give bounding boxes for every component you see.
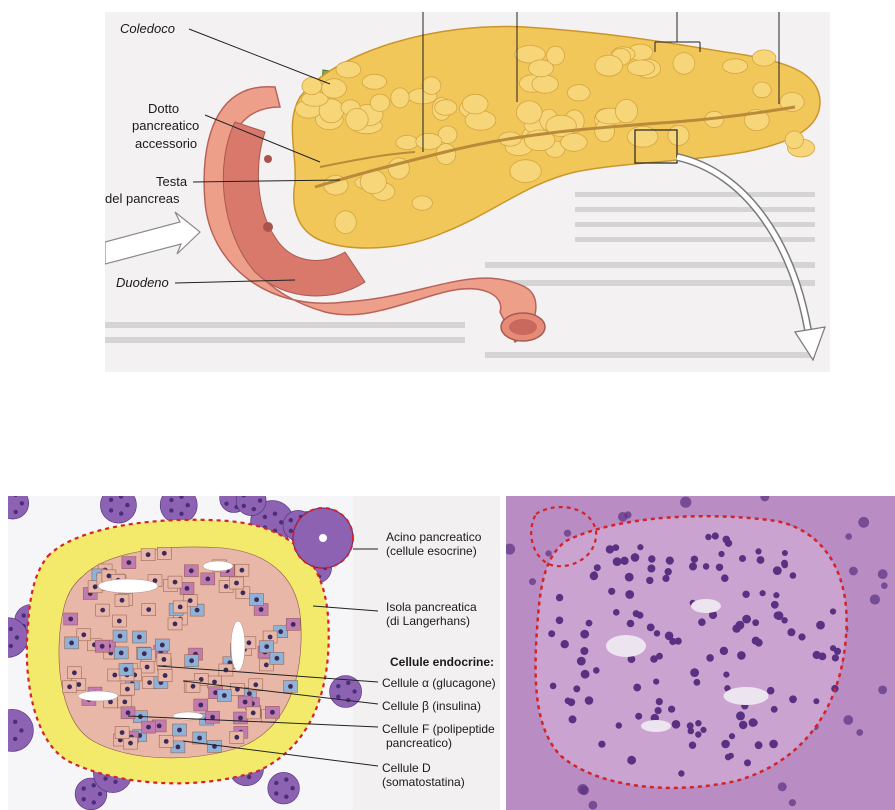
- label-dotto-2: pancreatico: [132, 118, 199, 133]
- label-coledoco: Coledoco: [120, 21, 175, 36]
- label-acino-1: Acino pancreatico: [386, 530, 481, 544]
- label-beta-cells: Cellule β (insulina): [382, 699, 481, 713]
- label-isola-2: (di Langerhans): [386, 614, 470, 628]
- islet-of-langerhans: [27, 520, 329, 784]
- label-dotto-1: Dotto: [148, 101, 179, 116]
- label-d-cells-1: Cellule D: [382, 761, 431, 775]
- label-acino-2: (cellule esocrine): [386, 544, 477, 558]
- pancreas-anatomy-illustration: Coledoco Dotto pancreatico accessorio Te…: [105, 12, 830, 372]
- histology-micrograph: [506, 496, 895, 810]
- pancreas-anatomy-svg: Coledoco Dotto pancreatico accessorio Te…: [105, 12, 830, 372]
- label-testa-1: Testa: [156, 174, 188, 189]
- label-dotto-3: accessorio: [135, 136, 197, 151]
- label-isola-1: Isola pancreatica: [386, 600, 477, 614]
- label-testa-2: del pancreas: [105, 191, 180, 206]
- label-duodeno: Duodeno: [116, 275, 169, 290]
- label-f-cells-1: Cellule F (polipeptide: [382, 722, 495, 736]
- label-d-cells-2: (somatostatina): [382, 775, 465, 789]
- highlighted-acinus: [293, 508, 353, 568]
- label-f-cells-2: pancreatico): [386, 736, 452, 750]
- label-endocrine-header: Cellule endocrine:: [390, 655, 494, 669]
- label-alpha-cells: Cellule α (glucagone): [382, 676, 496, 690]
- micrograph-svg: [506, 496, 895, 810]
- islet-illustration: Acino pancreatico (cellule esocrine) Iso…: [8, 496, 500, 810]
